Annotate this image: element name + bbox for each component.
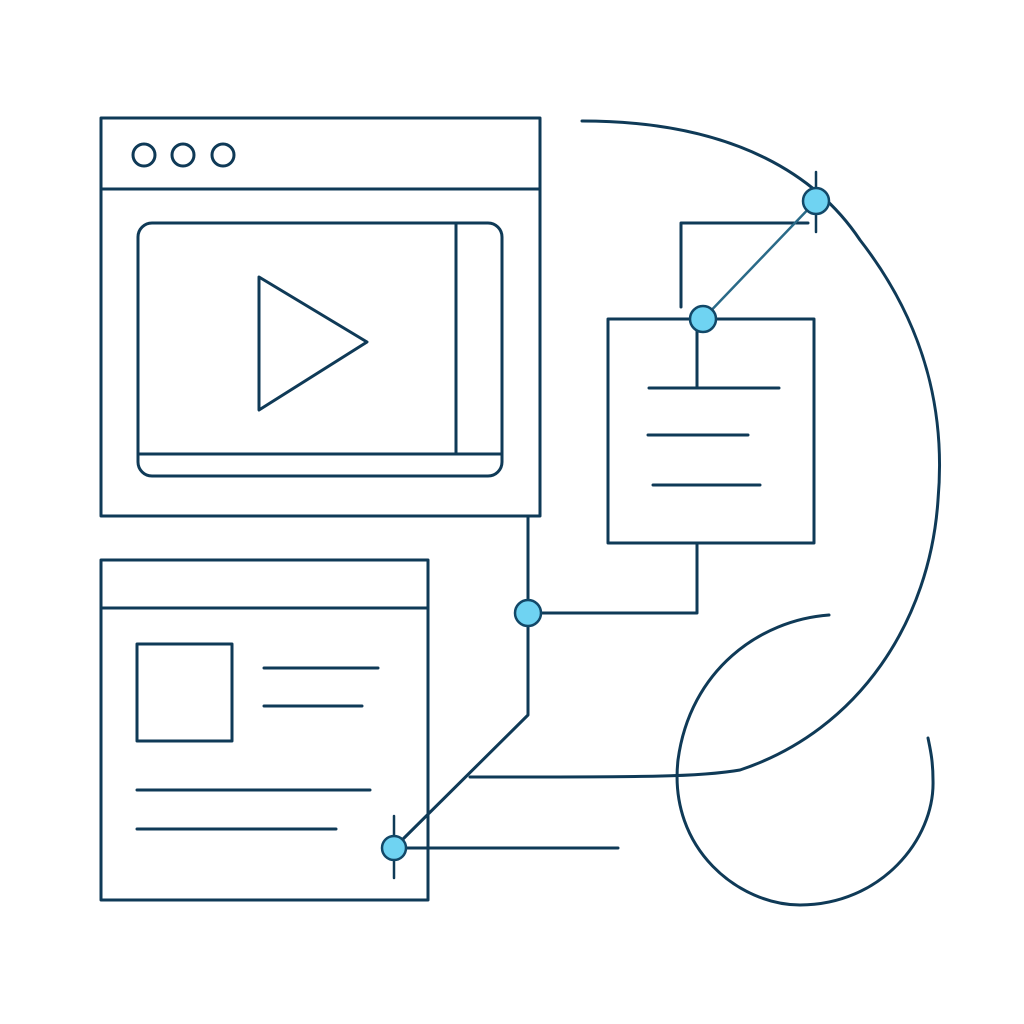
media-window [99, 116, 542, 518]
connector-node [380, 834, 408, 862]
video-screen [136, 221, 504, 478]
connector-nodes [380, 186, 831, 862]
play-icon [257, 275, 369, 412]
connector-node [801, 186, 831, 216]
vertical-trunk-connector [392, 514, 530, 850]
window-dot-icon [170, 142, 196, 168]
window-controls [131, 142, 236, 168]
connectors [392, 119, 942, 907]
document-card [606, 221, 816, 545]
large-arc-connector [468, 119, 942, 779]
content-card-frame [99, 558, 430, 902]
image-placeholder-icon [135, 642, 234, 743]
connector-node [513, 598, 543, 628]
document-link-connector [526, 541, 699, 615]
diagonal-node-link [701, 199, 818, 321]
loop-connector [675, 613, 935, 907]
document-card-frame [606, 317, 816, 545]
video-player [136, 221, 504, 478]
window-dot-icon [210, 142, 236, 168]
content-card [99, 558, 430, 902]
media-window-frame [99, 116, 542, 518]
document-top-bracket [679, 221, 810, 309]
window-dot-icon [131, 142, 157, 168]
connector-node [688, 304, 718, 334]
